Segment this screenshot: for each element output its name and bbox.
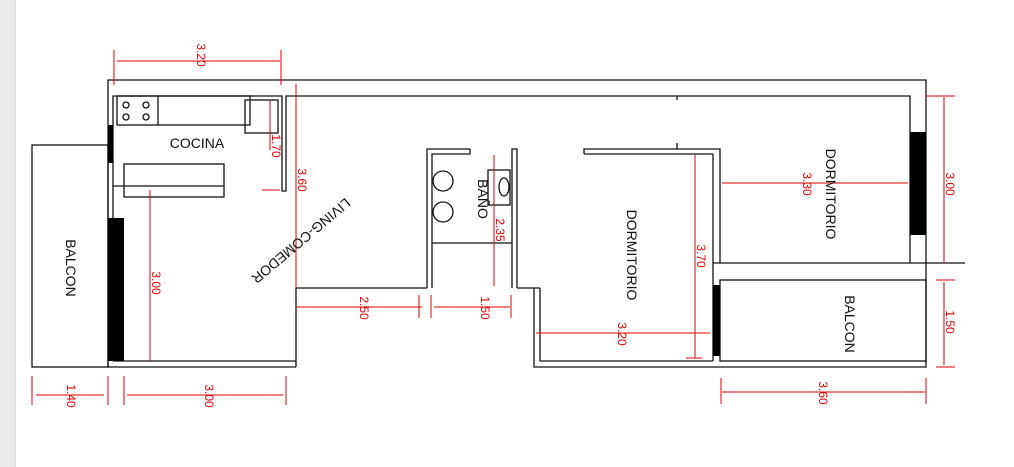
dimension-lines	[31, 50, 955, 405]
dim-dorm2-depth: 3.00	[943, 172, 957, 196]
dim-bath-depth: 2.35	[493, 218, 507, 242]
viewer-left-gutter	[0, 0, 16, 467]
dim-living-depth: 3.60	[295, 168, 309, 192]
dim-balcon-right-width: 3.60	[816, 381, 830, 405]
room-label-dormitorio-1: DORMITORIO	[624, 210, 640, 301]
dimension-labels: 3.20 1.70 3.60 3.00 1.40 3.00 2.50 1.50 …	[64, 43, 957, 408]
room-label-bano: BAÑO	[475, 179, 491, 219]
room-label-balcon-left: BALCON	[63, 239, 79, 297]
room-labels: COCINA LIVING-COMEDOR BAÑO DORMITORIO DO…	[63, 135, 858, 353]
dim-dorm1-width: 3.20	[615, 322, 629, 346]
dim-hall: 2.50	[357, 296, 371, 320]
dim-fridge-depth: 1.70	[269, 134, 283, 158]
room-label-dormitorio-2: DORMITORIO	[823, 149, 839, 240]
room-label-living-comedor: LIVING-COMEDOR	[249, 195, 354, 287]
dim-dorm1-depth: 3.70	[694, 244, 708, 268]
dim-balcon-right-depth: 1.50	[943, 310, 957, 334]
dim-dorm2-width: 3.30	[800, 172, 814, 196]
dim-bath-width: 1.50	[478, 296, 492, 320]
dim-balcon-left-width: 1.40	[64, 384, 78, 408]
dim-living-lower: 3.00	[149, 271, 163, 295]
room-label-balcon-right: BALCON	[842, 295, 858, 353]
dim-living-width: 3.00	[202, 384, 216, 408]
windows	[108, 125, 926, 361]
dim-kitchen-width: 3.20	[194, 43, 208, 67]
room-label-cocina: COCINA	[170, 135, 225, 151]
